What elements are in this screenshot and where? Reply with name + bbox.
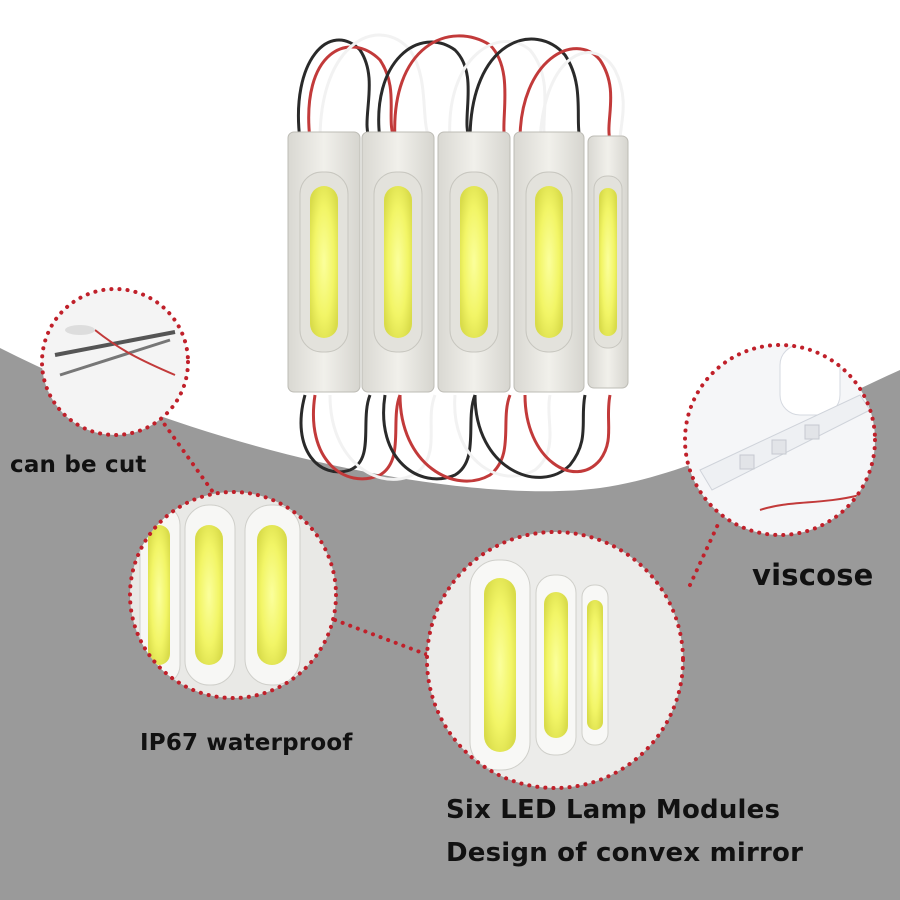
caption-six-led-modules: Six LED Lamp Modules: [446, 795, 781, 825]
caption-viscose: viscose: [752, 558, 874, 592]
inset-modules: [427, 532, 683, 788]
dotted-connectors: [158, 416, 722, 657]
caption-convex-mirror: Design of convex mirror: [446, 838, 804, 868]
wire-bundle-bottom: [299, 394, 612, 483]
caption-can-be-cut: can be cut: [10, 452, 147, 478]
inset-viscose: [685, 345, 875, 535]
wire-bundle-top: [297, 33, 625, 141]
inset-cut: [42, 289, 188, 435]
led-module: [513, 131, 585, 393]
inset-waterproof: [130, 492, 336, 698]
inset-border: [128, 490, 338, 700]
inset-border: [425, 530, 685, 790]
caption-ip67-waterproof: IP67 waterproof: [140, 730, 353, 756]
led-module: [361, 131, 435, 393]
led-module: [587, 135, 629, 389]
inset-border: [683, 343, 877, 537]
led-module: [437, 131, 511, 393]
inset-border: [40, 287, 190, 437]
led-module: [287, 131, 361, 393]
led-module-stack: [287, 131, 629, 393]
